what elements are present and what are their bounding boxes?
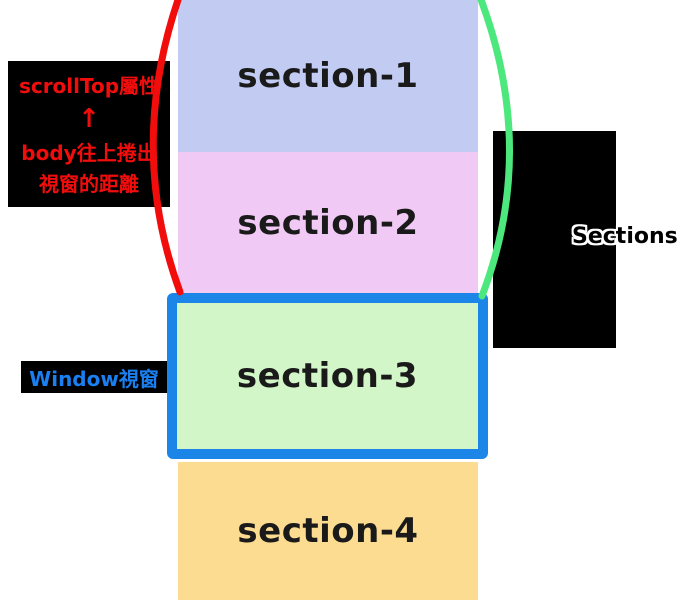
section-2-block: section-2 xyxy=(178,152,478,293)
right-annotation-box xyxy=(493,131,616,348)
section-2-label: section-2 xyxy=(237,202,419,243)
section-4-label: section-4 xyxy=(237,511,419,551)
section-1-label: section-1 xyxy=(237,56,419,96)
up-arrow-icon: ↑ xyxy=(78,104,100,135)
scrolltop-annotation-box: scrollTop屬性 ↑ body往上捲出 視窗的距離 xyxy=(8,61,170,207)
right-annotation-label: Sections xyxy=(572,224,678,249)
window-viewport-box: section-3 xyxy=(167,293,488,459)
section-3-label: section-3 xyxy=(236,356,419,396)
section-4-block: section-4 xyxy=(178,462,478,600)
scrolltop-annotation-line3: 視窗的距離 xyxy=(39,171,139,196)
window-viewport-label-text: Window視窗 xyxy=(29,366,159,391)
section-1-block: section-1 xyxy=(178,0,478,152)
scrolltop-annotation-line2: body往上捲出 xyxy=(21,140,157,165)
scrolltop-annotation-line1: scrollTop屬性 xyxy=(18,74,160,98)
window-viewport-label: Window視窗 xyxy=(21,361,167,393)
